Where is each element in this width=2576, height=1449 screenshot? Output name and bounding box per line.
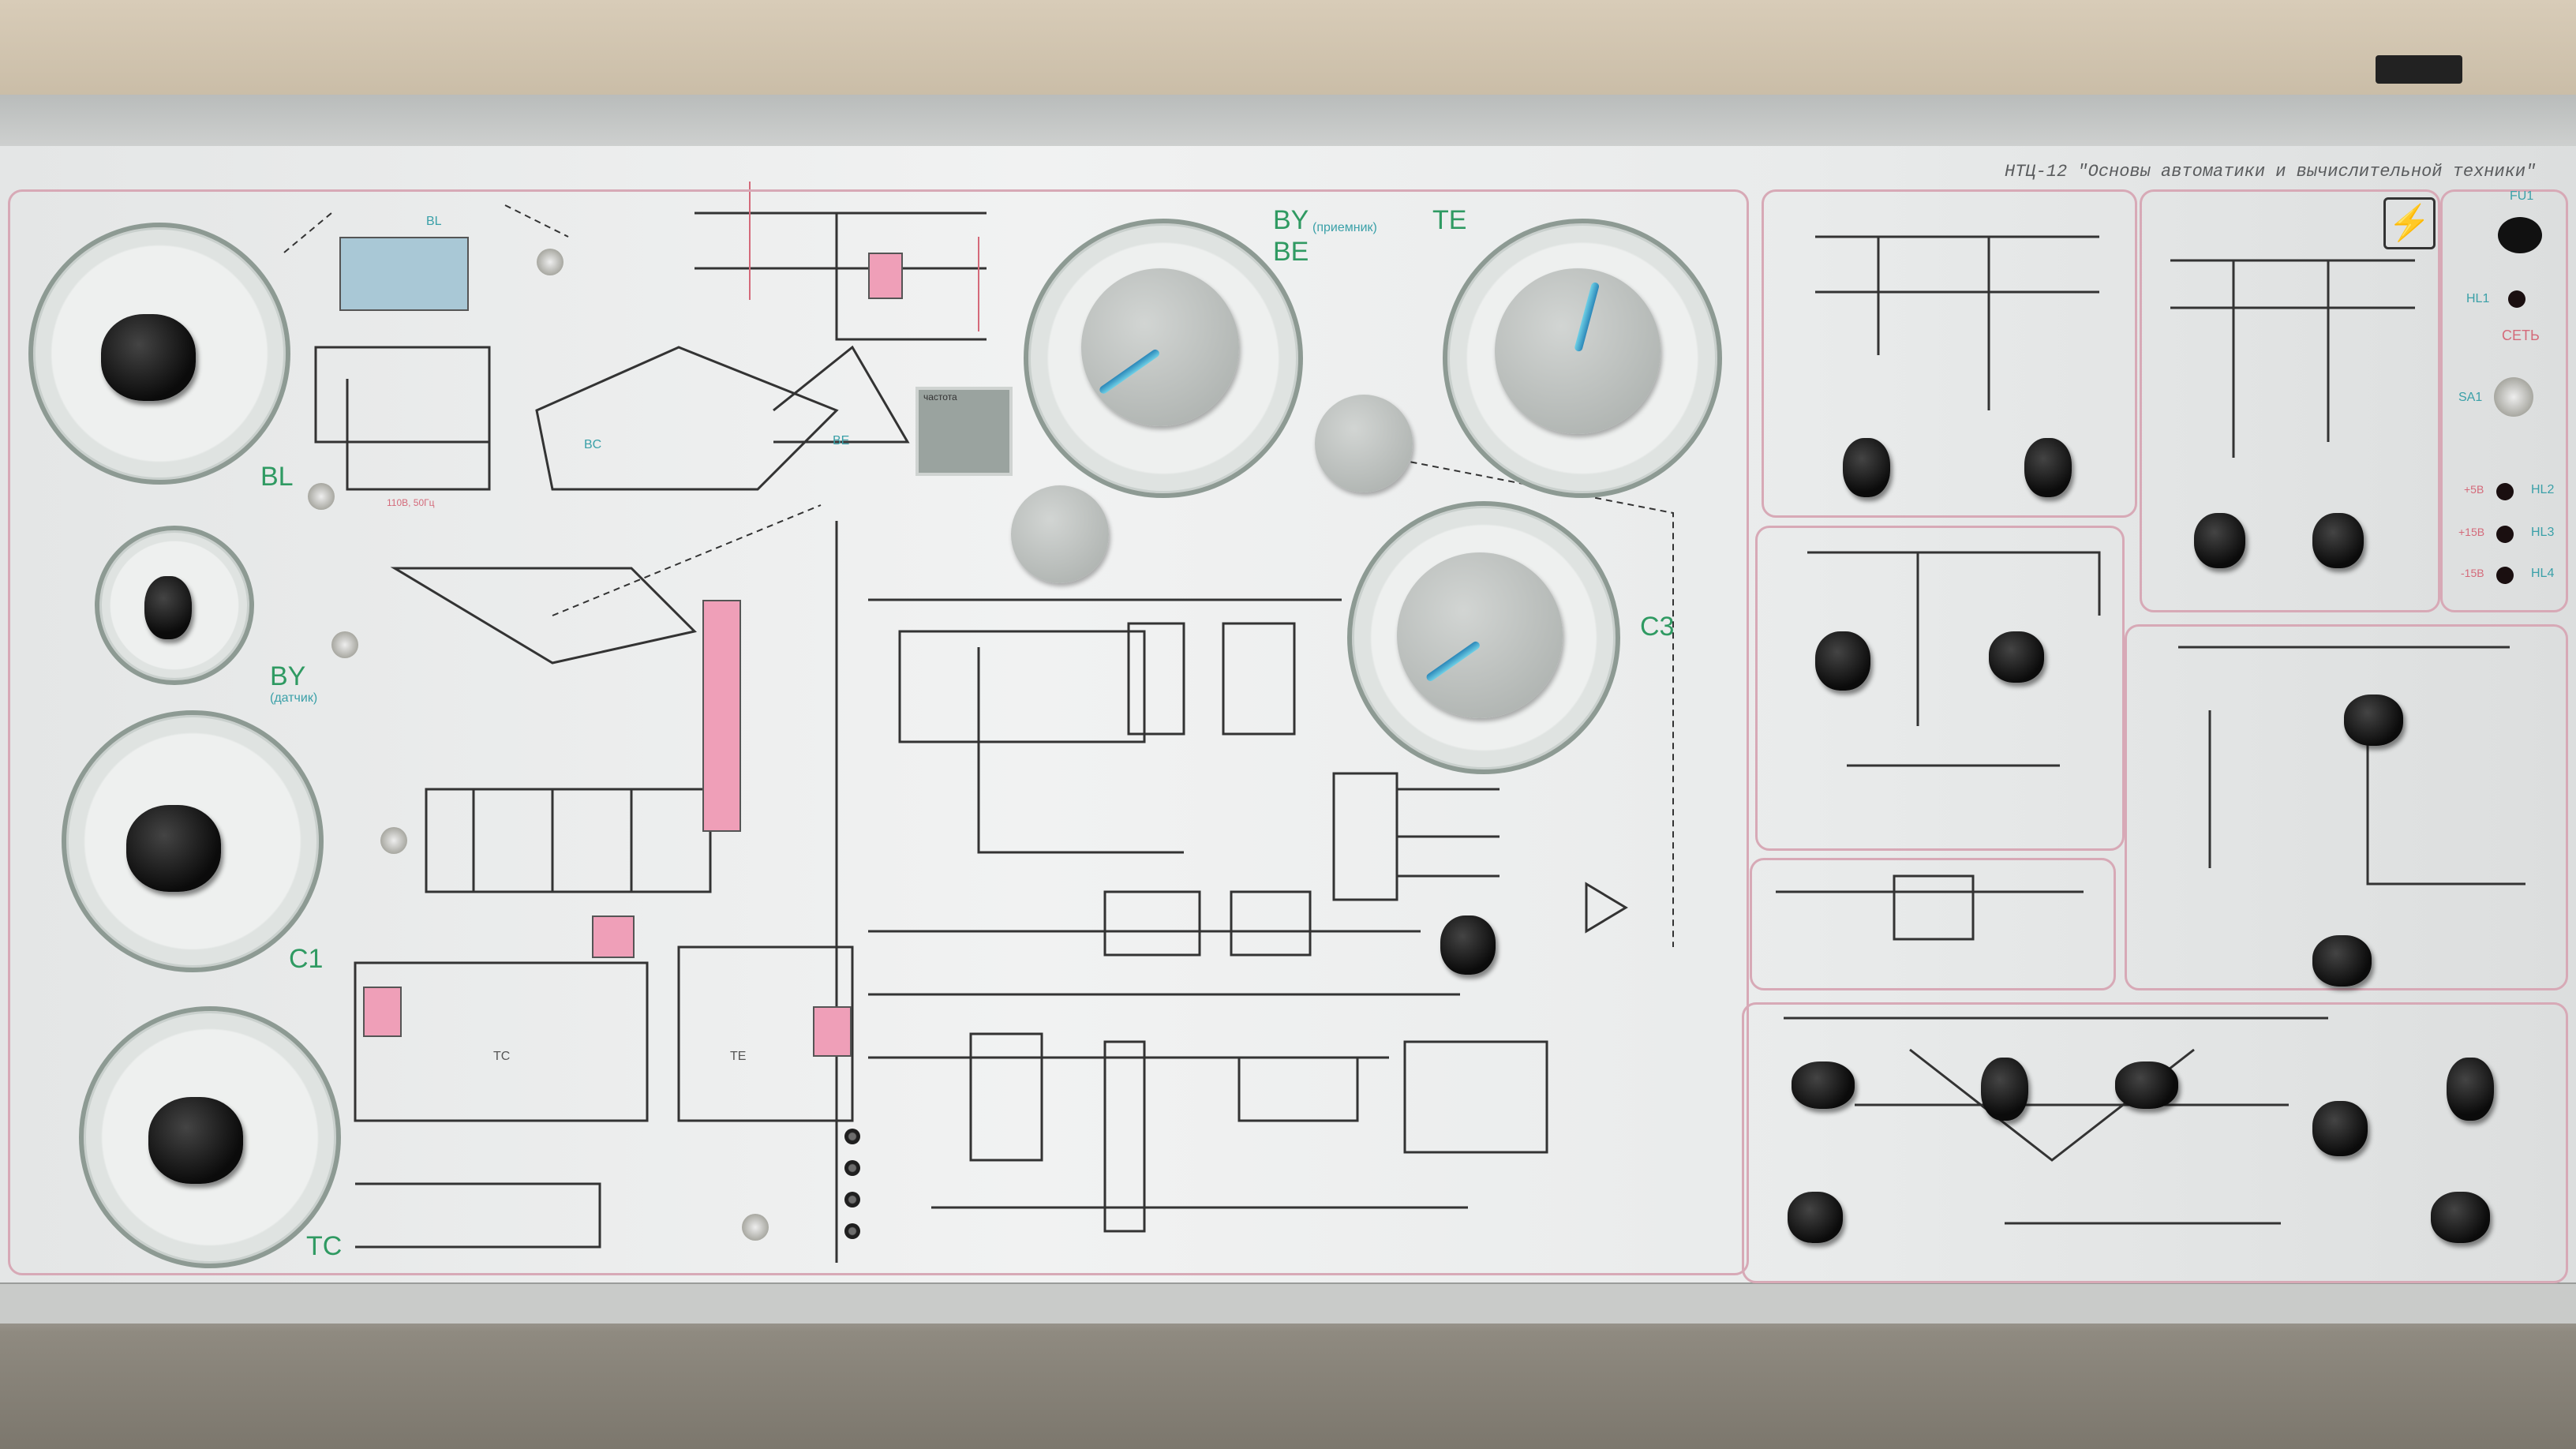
indicator-name: HL2 [2531, 483, 2555, 496]
disc-by-receiver[interactable] [1081, 268, 1239, 426]
label-bl-small: BL [426, 215, 442, 228]
high-voltage-icon: ⚡ [2383, 197, 2436, 249]
module-top-middle [2140, 189, 2440, 612]
wall-background [0, 0, 2576, 103]
label-bc: BC [584, 438, 602, 451]
label-te: TE [1432, 205, 1467, 235]
module-middle-right [2125, 624, 2568, 990]
module-amplifier [1750, 858, 2116, 990]
module-bottom [1742, 1002, 2568, 1283]
socket[interactable] [844, 1223, 860, 1239]
knob-module-3[interactable] [2194, 513, 2245, 568]
label-by-sensor: BY [270, 661, 306, 691]
indicator-led-hl2 [2496, 483, 2514, 500]
main-section-border [8, 189, 1749, 1275]
label-tc: TC [306, 1231, 343, 1261]
panel-title: НТЦ-12 "Основы автоматики и вычислительн… [2005, 162, 2537, 182]
label-c3: C3 [1640, 612, 1675, 642]
knob-module-8[interactable] [2312, 935, 2372, 987]
small-disc-1[interactable] [1315, 395, 1413, 492]
small-disc-2[interactable] [1011, 485, 1109, 583]
knob-r35[interactable] [1440, 915, 1496, 975]
indicator-led-hl4 [2496, 567, 2514, 584]
toggle-switch-sa5[interactable] [380, 827, 407, 854]
module-middle-left [1755, 526, 2125, 851]
bl-lamp-symbol [339, 237, 469, 311]
knob-module-6[interactable] [1989, 631, 2044, 683]
tc-block [363, 987, 402, 1037]
knob-module-1[interactable] [1843, 438, 1890, 497]
toggle-switch-sa2[interactable] [537, 249, 564, 275]
label-bl: BL [260, 462, 294, 492]
knob-module-12[interactable] [2447, 1058, 2494, 1121]
hl1-label: HL1 [2466, 292, 2490, 305]
label-be-small: BE [833, 434, 850, 447]
knob-c1[interactable] [126, 805, 221, 892]
toggle-switch-sa3[interactable] [742, 1214, 769, 1241]
relay-block [868, 253, 903, 299]
power-section [2440, 189, 2568, 612]
label-by-receiver: BY [1273, 205, 1309, 235]
indicator-name: HL3 [2531, 526, 2555, 539]
toggle-switch-sa8[interactable] [331, 631, 358, 658]
panel-frame [0, 95, 2576, 150]
wall-plug-icon [2376, 55, 2462, 84]
label-tc-small: TC [493, 1050, 511, 1063]
voltage-label: 110В, 50Гц [387, 497, 435, 508]
power-indicator-hl1 [2508, 290, 2525, 308]
label-by-sensor-sub: (датчик) [270, 691, 318, 705]
knob-module-13[interactable] [2312, 1101, 2368, 1156]
dial-by-sensor [95, 526, 254, 685]
knob-module-9[interactable] [1792, 1061, 1855, 1109]
knob-module-7[interactable] [2344, 695, 2403, 746]
knob-module-10[interactable] [1981, 1058, 2028, 1121]
knob-module-11[interactable] [2115, 1061, 2178, 1109]
toggle-switch-sa7[interactable] [308, 483, 335, 510]
disc-c3[interactable] [1397, 552, 1563, 718]
knob-module-4[interactable] [2312, 513, 2364, 568]
indicator-voltage: -15В [2461, 567, 2484, 579]
connector-block [702, 600, 741, 832]
rt-block [592, 915, 635, 958]
socket[interactable] [844, 1160, 860, 1176]
socket[interactable] [844, 1192, 860, 1208]
label-c1: C1 [289, 944, 324, 974]
fuse-holder[interactable] [2498, 217, 2542, 253]
fuse-label: FU1 [2510, 189, 2534, 203]
knob-module-14[interactable] [1788, 1192, 1843, 1243]
frequency-label: частота [923, 391, 957, 402]
knob-by-sensor[interactable] [144, 576, 192, 639]
power-switch[interactable] [2494, 377, 2533, 417]
indicator-voltage: +5В [2464, 483, 2484, 496]
knob-bl[interactable] [101, 314, 196, 401]
label-by-receiver-sub: (приемник) [1312, 221, 1377, 234]
knob-module-2[interactable] [2024, 438, 2072, 497]
knob-tc[interactable] [148, 1097, 243, 1184]
switch-label: SA1 [2458, 391, 2483, 404]
frequency-display [915, 387, 1013, 476]
knob-module-15[interactable] [2431, 1192, 2490, 1243]
indicator-led-hl3 [2496, 526, 2514, 543]
shelf-edge [0, 1282, 2576, 1324]
te-block [813, 1006, 852, 1057]
module-top-left [1762, 189, 2137, 518]
knob-module-5[interactable] [1815, 631, 1870, 691]
label-te-small: TE [730, 1050, 747, 1063]
indicator-name: HL4 [2531, 567, 2555, 580]
network-label: СЕТЬ [2502, 328, 2540, 343]
indicator-voltage: +15В [2458, 526, 2485, 538]
socket[interactable] [844, 1129, 860, 1144]
label-be: BE [1273, 237, 1309, 267]
